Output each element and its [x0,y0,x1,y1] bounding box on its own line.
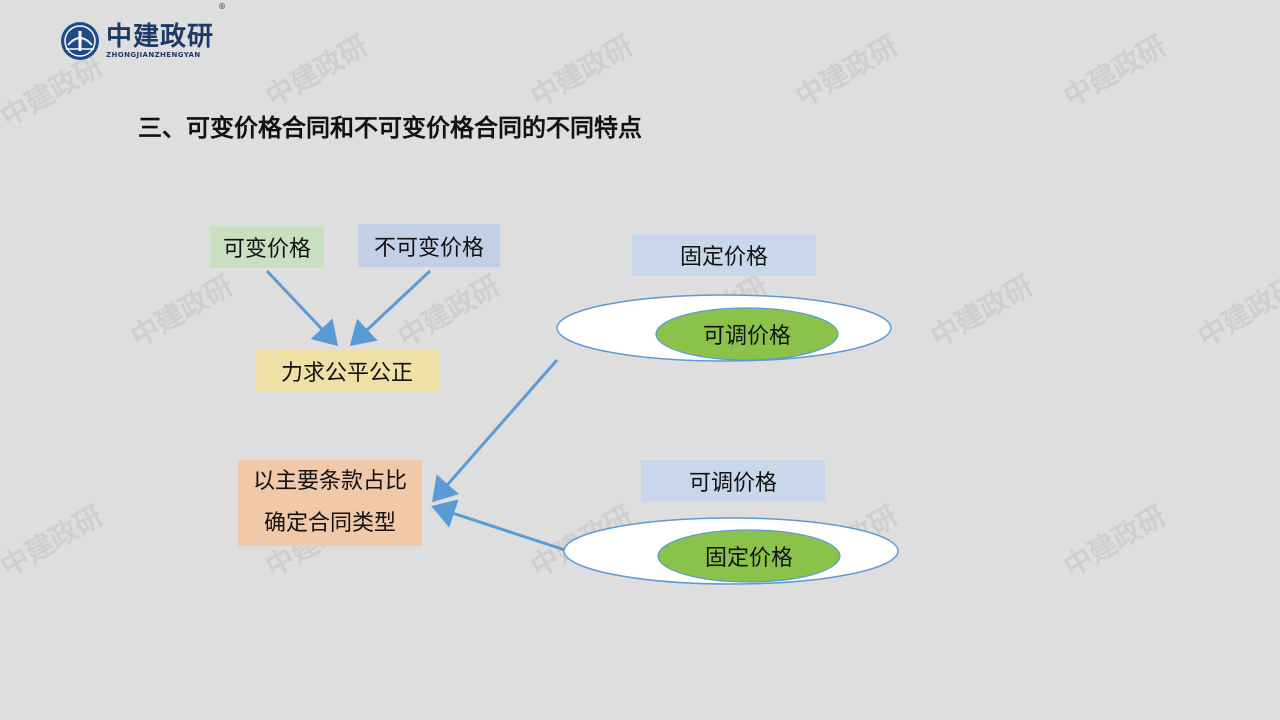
arrow-variable-to-fair [265,269,339,347]
arrow-invariable-to-fair [349,269,432,347]
adjustable-price-label-box: 可调价格 [641,460,825,502]
page-title: 三、可变价格合同和不可变价格合同的不同特点 [138,114,642,142]
variable-price-box: 可变价格 [210,226,324,268]
arrow-top-ellipse-to-determine [432,359,559,503]
arrow-bottom-ellipse-to-determine [431,499,566,552]
logo-globe-icon [61,22,99,60]
logo-sub-text: ZHONGJIANZHENGYAN [106,50,201,59]
fixed-price-label-box: 固定价格 [632,234,816,276]
fair-box: 力求公平公正 [255,350,439,392]
determine-line-1: 以主要条款占比 [252,469,407,494]
inner-ellipse-top [655,307,839,361]
adjustable-price-inner-text: 可调价格 [702,324,791,349]
registered-mark: ® [218,2,226,11]
determine-contract-type-box: 以主要条款占比 确定合同类型 [238,460,422,546]
invariable-price-box: 不可变价格 [358,224,500,267]
inner-ellipse-bottom [657,529,841,583]
fixed-price-inner-text: 固定价格 [704,546,793,571]
company-logo: 中建政研 ZHONGJIANZHENGYAN [60,18,214,64]
determine-line-2: 确定合同类型 [263,511,396,536]
logo-main-text: 中建政研 [106,21,215,52]
